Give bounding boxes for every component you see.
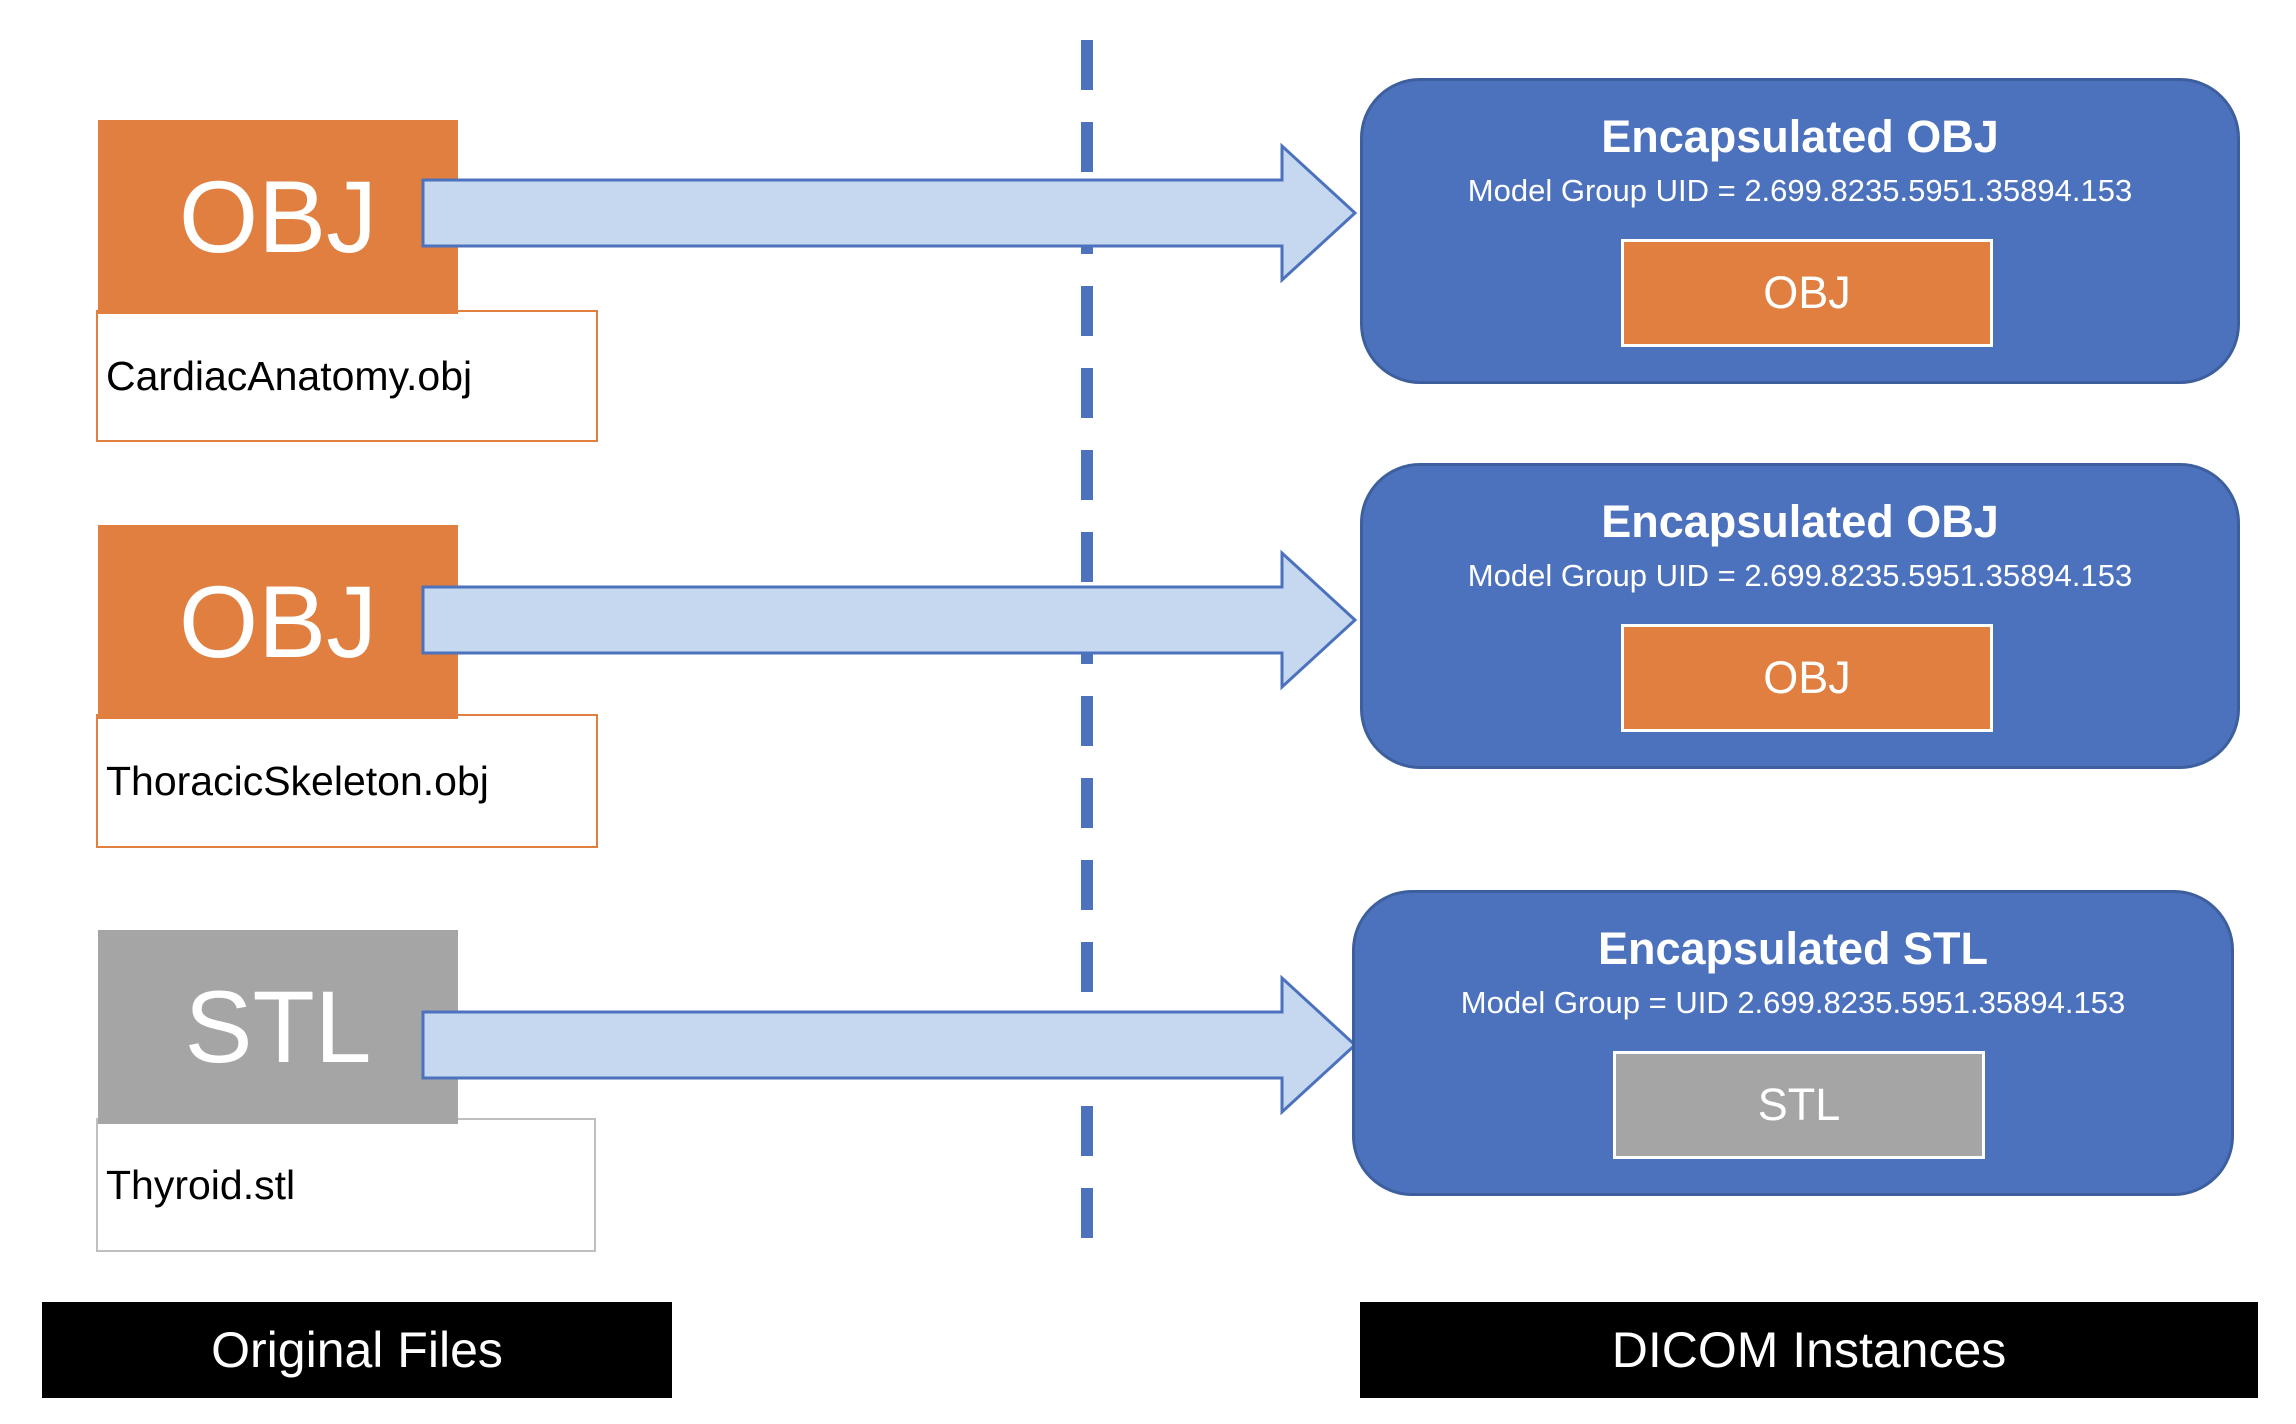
arrow-3 (421, 974, 1358, 1116)
footer-original-files: Original Files (42, 1302, 672, 1398)
instance-title: Encapsulated STL (1597, 923, 1989, 974)
arrow-1 (421, 142, 1358, 284)
instance-type-box: STL (1613, 1051, 1985, 1159)
footer-dicom-instances: DICOM Instances (1360, 1302, 2258, 1398)
arrow-2 (421, 549, 1358, 691)
instance-type-label: OBJ (1763, 652, 1851, 703)
instance-uid: Model Group = UID 2.699.8235.5951.35894.… (1460, 985, 2126, 1020)
instance-title: Encapsulated OBJ (1601, 111, 1999, 162)
footer-label: Original Files (211, 1322, 503, 1378)
file-name: ThoracicSkeleton.obj (106, 757, 489, 804)
file-label-cardiac: CardiacAnatomy.obj (96, 310, 598, 442)
file-type-stl: STL (98, 930, 458, 1124)
dicom-instance-2: Encapsulated OBJ Model Group UID = 2.699… (1360, 463, 2240, 769)
instance-type-box: OBJ (1621, 624, 1993, 732)
file-type-label: OBJ (178, 159, 378, 274)
file-name: CardiacAnatomy.obj (106, 352, 473, 399)
instance-uid: Model Group UID = 2.699.8235.5951.35894.… (1467, 173, 2133, 208)
instance-type-label: OBJ (1763, 267, 1851, 318)
file-type-label: OBJ (178, 564, 378, 679)
dicom-instance-3: Encapsulated STL Model Group = UID 2.699… (1352, 890, 2234, 1196)
instance-title: Encapsulated OBJ (1601, 496, 1999, 547)
file-label-thyroid: Thyroid.stl (96, 1118, 596, 1252)
file-label-thoracic: ThoracicSkeleton.obj (96, 714, 598, 848)
footer-label: DICOM Instances (1611, 1322, 2007, 1378)
file-type-obj-1: OBJ (98, 120, 458, 314)
file-type-label: STL (184, 969, 372, 1084)
dicom-instance-1: Encapsulated OBJ Model Group UID = 2.699… (1360, 78, 2240, 384)
file-name: Thyroid.stl (106, 1161, 296, 1208)
instance-uid: Model Group UID = 2.699.8235.5951.35894.… (1467, 558, 2133, 593)
instance-type-label: STL (1757, 1079, 1841, 1130)
file-type-obj-2: OBJ (98, 525, 458, 719)
instance-type-box: OBJ (1621, 239, 1993, 347)
